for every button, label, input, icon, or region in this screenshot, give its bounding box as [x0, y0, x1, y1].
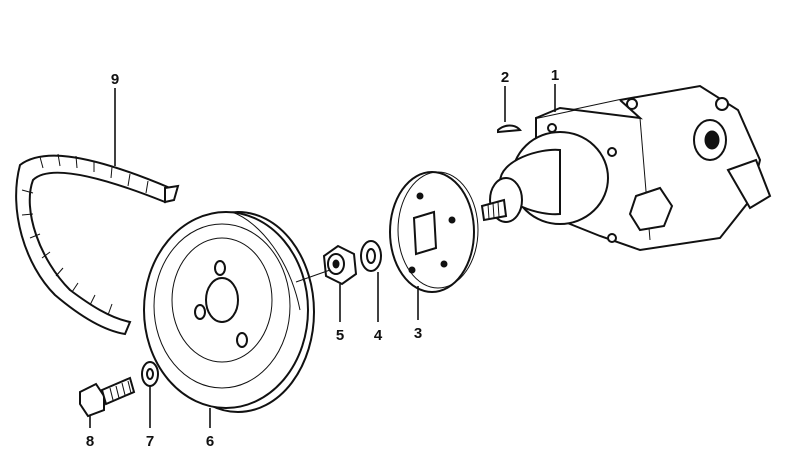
washer-small: [141, 361, 159, 387]
callout-labels: 1 2 3 4 5 6 7 8 9: [86, 67, 559, 450]
callout-5: 5: [336, 327, 344, 344]
hub-flange: [389, 171, 479, 293]
callout-1: 1: [551, 67, 559, 84]
callout-8: 8: [86, 433, 94, 450]
nut: [322, 244, 358, 286]
callout-6: 6: [206, 433, 214, 450]
axis-line: [295, 269, 331, 283]
callout-4: 4: [374, 327, 383, 344]
callout-2: 2: [501, 69, 509, 86]
woodruff-key: [497, 124, 522, 134]
v-belt: [15, 153, 180, 336]
leader-lines: [89, 84, 556, 428]
power-steering-pump: [480, 84, 772, 252]
bolt: [79, 376, 136, 418]
callout-7: 7: [146, 433, 154, 450]
pulley: [143, 211, 315, 413]
callout-3: 3: [414, 325, 422, 342]
lock-washer: [360, 240, 382, 272]
callout-9: 9: [111, 71, 119, 88]
